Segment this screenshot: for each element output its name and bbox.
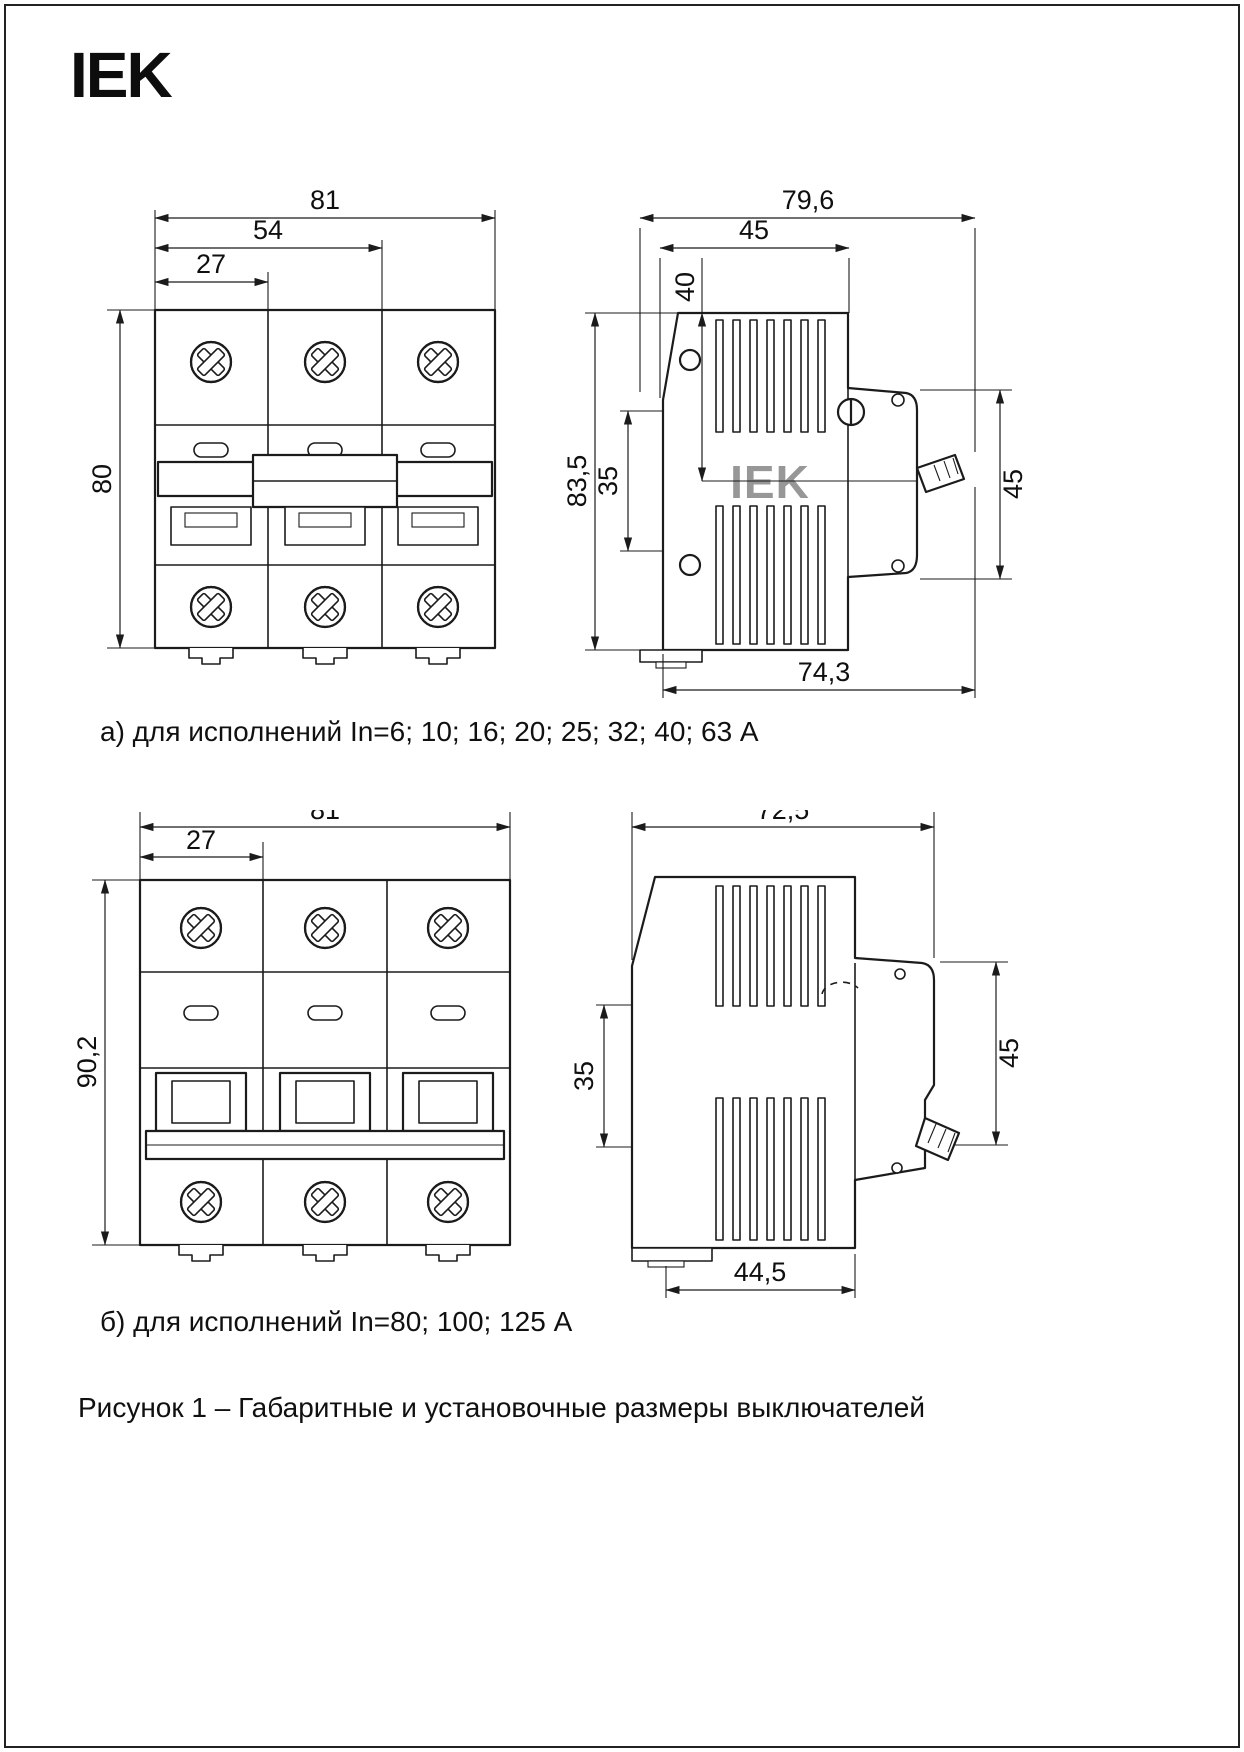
rivet — [891, 559, 905, 573]
din-foot — [631, 1247, 713, 1262]
dims-front-a: 81 54 27 80 — [87, 190, 496, 649]
indicator-window — [193, 442, 229, 458]
dim-label-35-a: 35 — [593, 466, 623, 496]
dim-label-81-a: 81 — [310, 190, 340, 215]
caption-variant-b: б) для исполнений In=80; 100; 125 А — [100, 1306, 573, 1337]
side-view-b — [630, 875, 961, 1268]
latch-block — [170, 506, 479, 546]
front-view-a — [153, 308, 497, 665]
vent-slots — [715, 319, 826, 645]
iek-logo: IEK — [70, 39, 173, 111]
side-view-a: IEK — [639, 311, 966, 669]
mounting-hole — [678, 348, 702, 372]
indicator-window — [307, 1005, 343, 1021]
body-logo-text: IEK — [730, 456, 810, 508]
dim-label-80-a: 80 — [87, 464, 117, 494]
dims-side-b: 72,5 35 45 44,5 — [569, 810, 1024, 1298]
dim-label-45-right-b: 45 — [994, 1038, 1024, 1068]
dim-label-72-5: 72,5 — [757, 810, 810, 825]
pole-handle-blocks — [154, 1071, 495, 1133]
dim-label-79-6: 79,6 — [782, 190, 835, 215]
din-foot — [639, 649, 703, 663]
indicator-window — [183, 1005, 219, 1021]
dim-label-27-a: 27 — [196, 249, 226, 279]
indicator-window — [430, 1005, 466, 1021]
dim-label-83-5: 83,5 — [562, 455, 592, 508]
dim-label-54-a: 54 — [253, 215, 283, 245]
dim-label-90-2: 90,2 — [72, 1036, 102, 1089]
front-view-b — [138, 878, 512, 1262]
rivet — [891, 1162, 903, 1174]
dim-label-35-b: 35 — [569, 1061, 599, 1091]
toggle-handle-side — [914, 1116, 961, 1162]
dims-side-a: 79,6 45 40 83,5 35 45 74,3 — [562, 190, 1028, 698]
dim-label-45-right-a: 45 — [998, 469, 1028, 499]
dim-label-74-3: 74,3 — [798, 657, 851, 687]
dim-label-44-5: 44,5 — [734, 1257, 787, 1287]
dim-label-81-b: 81 — [310, 810, 340, 825]
dim-label-27-b: 27 — [186, 825, 216, 855]
hidden-detail-dashed — [821, 981, 859, 995]
drawing-section-a: 81 54 27 80 IEK — [87, 190, 1028, 698]
dim-label-40: 40 — [670, 272, 700, 302]
figure-caption: Рисунок 1 – Габаритные и установочные ра… — [78, 1392, 925, 1423]
toggle-handle-side — [915, 453, 966, 494]
rivet — [894, 968, 906, 980]
dims-front-b: 81 27 90,2 — [72, 810, 511, 1246]
mounting-hole — [678, 553, 702, 577]
rivet — [891, 393, 905, 407]
drawing-section-b: 81 27 90,2 — [72, 810, 1024, 1298]
indicator-window — [420, 442, 456, 458]
vent-slots — [715, 885, 826, 1241]
caption-variant-a: а) для исполнений In=6; 10; 16; 20; 25; … — [100, 716, 759, 747]
dim-label-45-top: 45 — [739, 215, 769, 245]
